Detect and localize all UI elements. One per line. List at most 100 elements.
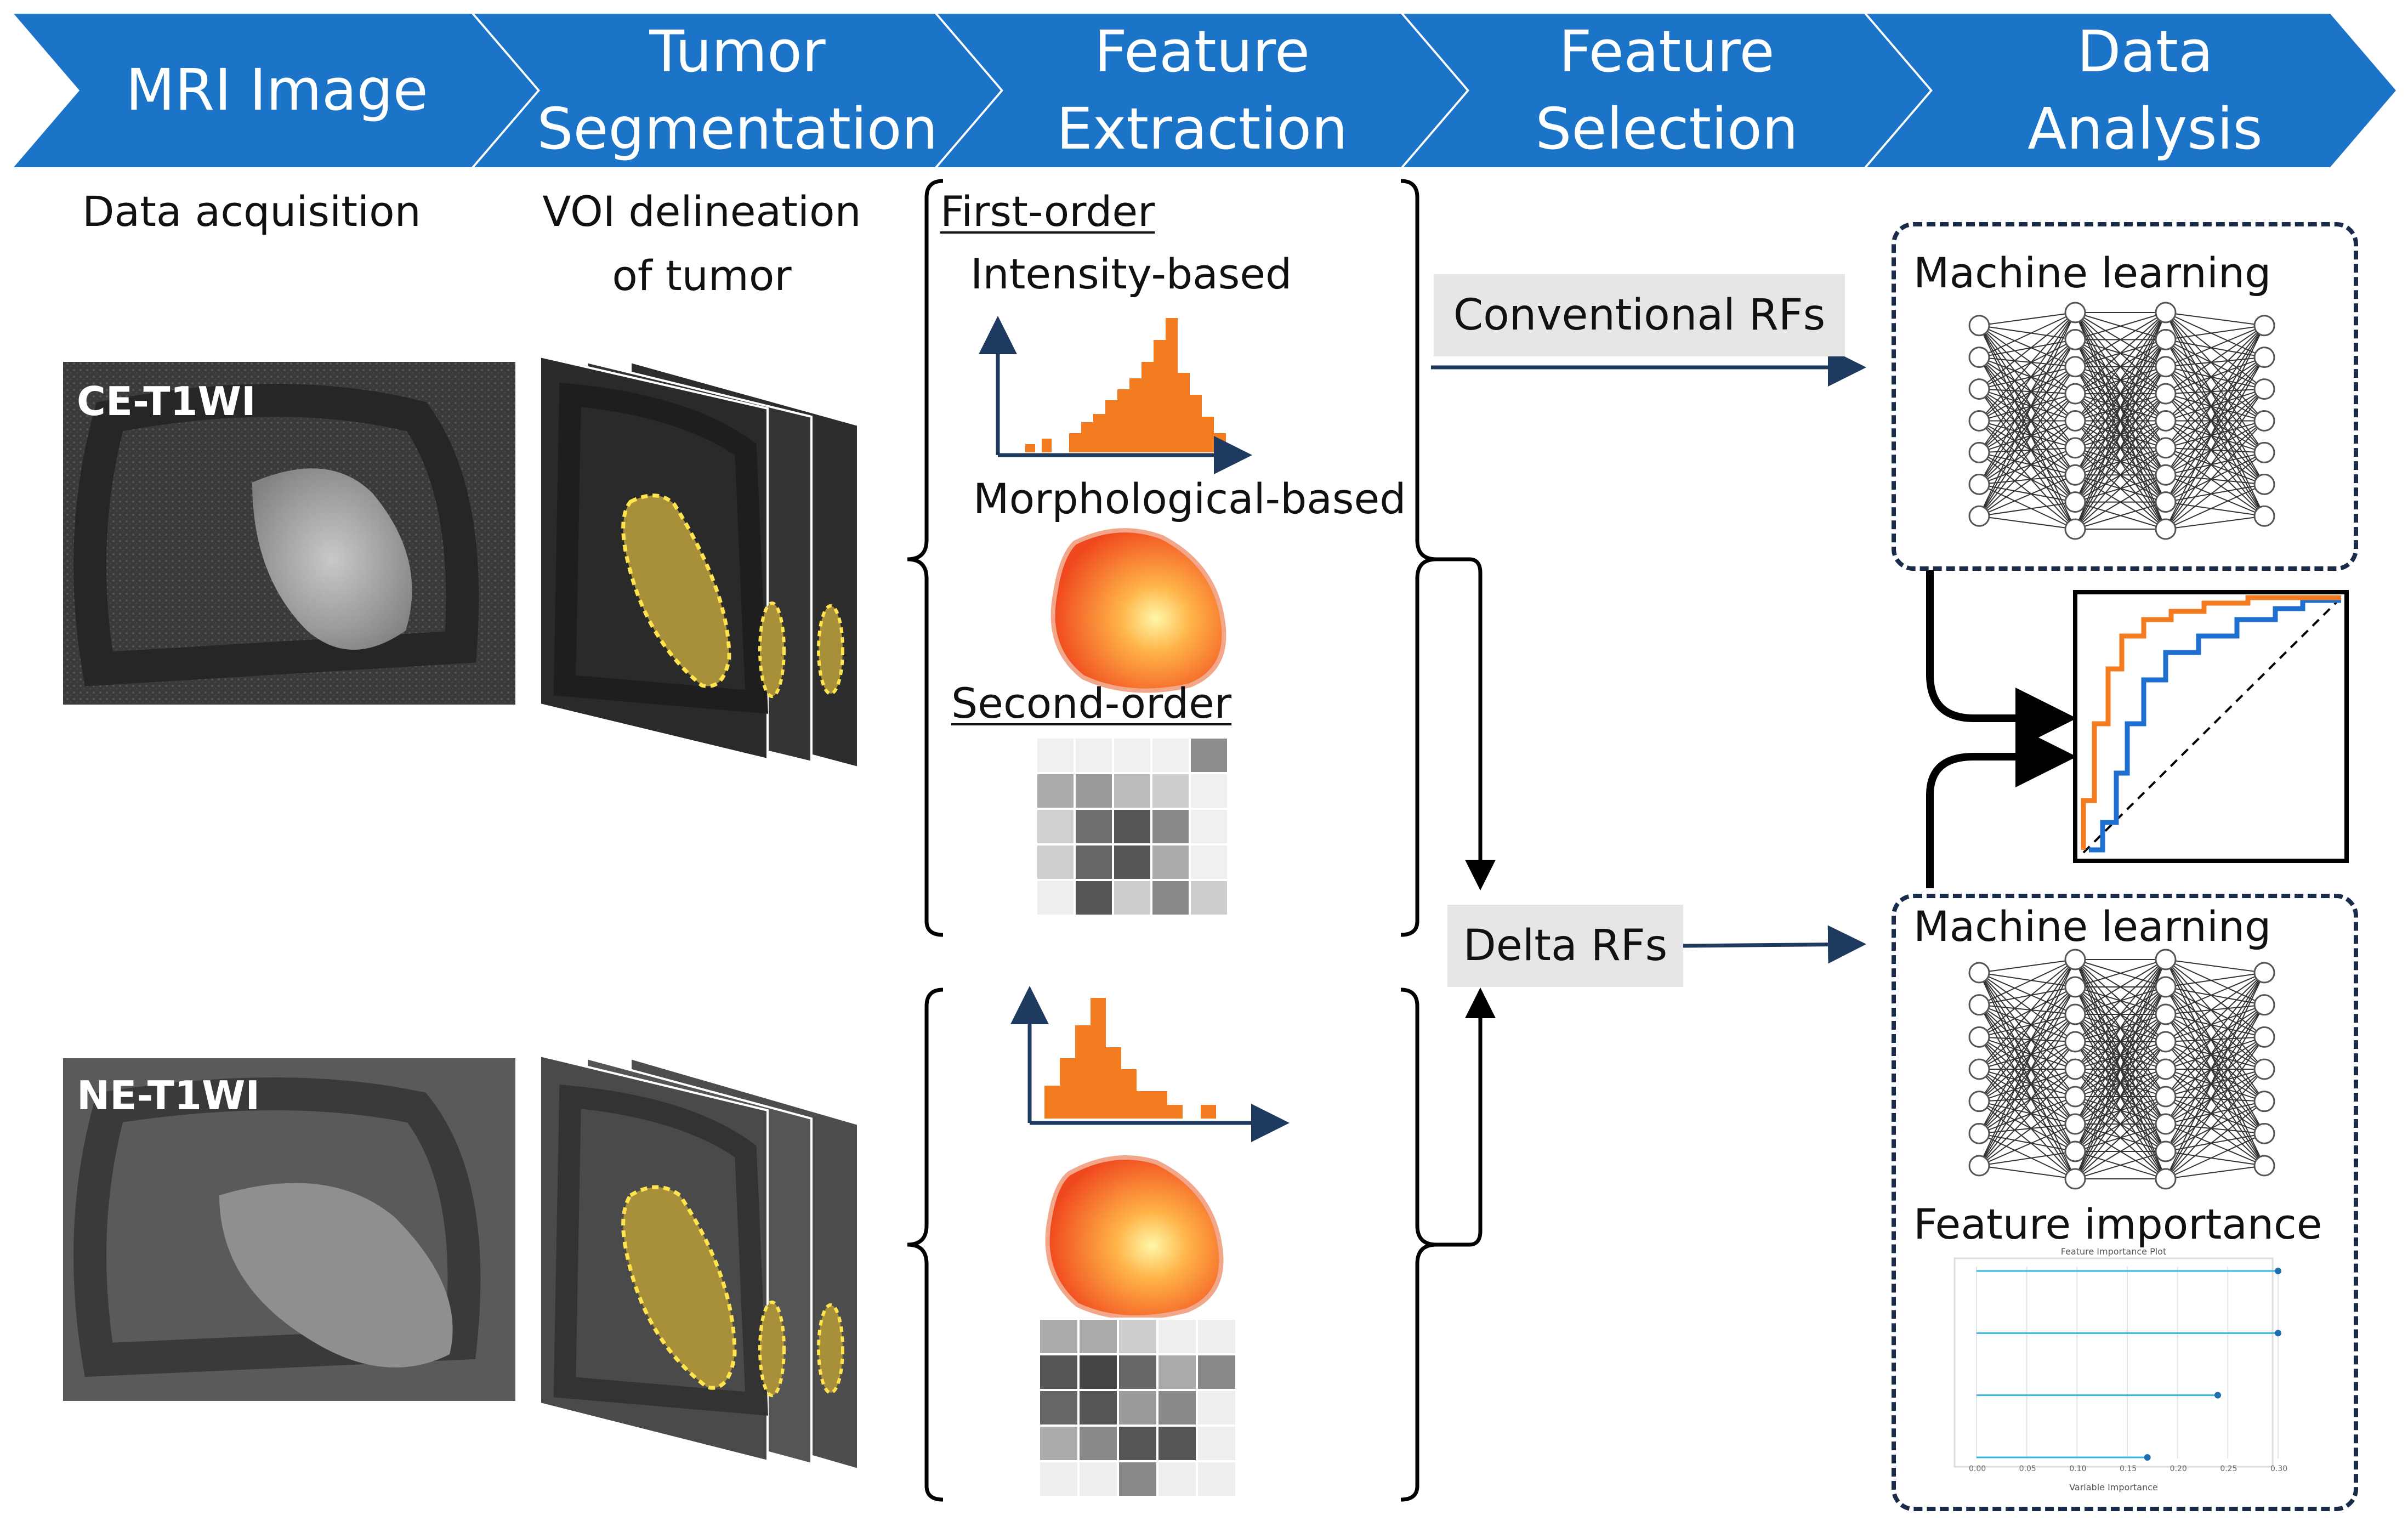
nn-edge bbox=[1979, 393, 2076, 485]
nn-node bbox=[1968, 1026, 1990, 1048]
nn-node bbox=[2253, 347, 2275, 368]
nn-edge bbox=[2075, 312, 2166, 394]
nn-node bbox=[2155, 383, 2177, 405]
nn-edge bbox=[1979, 325, 2076, 394]
nn-edge bbox=[2165, 388, 2265, 530]
nn-edge bbox=[2075, 959, 2166, 1152]
nn-edge bbox=[1979, 1096, 2076, 1166]
nn-edge bbox=[2165, 1133, 2265, 1152]
nn-edge bbox=[2075, 312, 2166, 422]
nn-node bbox=[2155, 1140, 2177, 1162]
nn-edge bbox=[2165, 1041, 2265, 1070]
fi-point bbox=[2144, 1454, 2151, 1461]
nn-edge bbox=[2165, 515, 2265, 530]
nn-edge bbox=[2165, 474, 2265, 517]
nn-node bbox=[2064, 1058, 2086, 1080]
ml-panel-top bbox=[1892, 222, 2358, 571]
nn-edge bbox=[2165, 1036, 2265, 1070]
nn-edge bbox=[2165, 972, 2265, 987]
nn-edge bbox=[2165, 1069, 2265, 1125]
nn-edge bbox=[1979, 312, 2076, 422]
nn-node bbox=[1968, 473, 1990, 495]
nn-node bbox=[1968, 1058, 1990, 1080]
nn-node bbox=[2064, 976, 2086, 998]
nn-edge bbox=[2165, 972, 2265, 1015]
nn-edge bbox=[2165, 452, 2265, 530]
nn-edge bbox=[2165, 388, 2265, 449]
nn-node bbox=[2155, 1113, 2177, 1135]
nn-node bbox=[2064, 949, 2086, 971]
nn-edge bbox=[1979, 1036, 2076, 1070]
nn-edge bbox=[2165, 959, 2265, 973]
roc-blue-curve bbox=[2089, 598, 2341, 853]
nn-edge bbox=[1979, 312, 2076, 390]
fi-tick: 0.20 bbox=[2170, 1465, 2187, 1473]
nn-edge bbox=[2165, 1014, 2265, 1166]
nn-node bbox=[2155, 1168, 2177, 1190]
nn-edge bbox=[2165, 1041, 2265, 1102]
nn-edge bbox=[2165, 1004, 2265, 1070]
nn-edge bbox=[2165, 388, 2265, 503]
nn-edge bbox=[2075, 1151, 2166, 1179]
nn-node bbox=[2253, 473, 2275, 495]
caption-data-acquisition: Data acquisition bbox=[82, 187, 421, 236]
nn-edge bbox=[1979, 325, 2076, 367]
nn-node bbox=[2155, 356, 2177, 378]
nn-node bbox=[2064, 1031, 2086, 1053]
nn-node bbox=[2155, 491, 2177, 513]
arrow-delta bbox=[1683, 925, 1866, 964]
nn-node bbox=[2253, 994, 2275, 1016]
chevron-mri bbox=[14, 14, 537, 167]
arrow-top-to-delta bbox=[1436, 557, 1496, 890]
nn-node bbox=[1968, 1091, 1990, 1113]
nn-edge bbox=[1979, 339, 2076, 485]
nn-edge bbox=[2165, 1096, 2265, 1166]
chevron-label-segmentation: Tumor Segmentation bbox=[537, 18, 938, 162]
nn-edge bbox=[2165, 972, 2265, 1097]
nn-edge bbox=[2165, 1123, 2265, 1166]
nn-node bbox=[2253, 410, 2275, 432]
nn-edge bbox=[1979, 312, 2076, 453]
nn-node bbox=[1968, 1155, 1990, 1177]
nn-edge bbox=[2165, 1036, 2265, 1042]
nn-node bbox=[2253, 1026, 2275, 1048]
nn-edge bbox=[1979, 959, 2076, 1166]
caption-voi-line2: of tumor bbox=[612, 251, 792, 300]
nn-edge bbox=[2075, 501, 2166, 530]
nn-edge bbox=[2165, 356, 2265, 449]
nn-edge bbox=[2165, 484, 2265, 503]
nn-edge bbox=[1979, 1069, 2076, 1134]
nn-edge bbox=[2075, 420, 2166, 530]
nn-edge bbox=[2165, 1069, 2265, 1102]
nn-edge bbox=[1979, 1069, 2076, 1097]
nn-edge bbox=[2075, 959, 2166, 1042]
nn-edge bbox=[2165, 959, 2265, 1134]
label-second-order: Second-order bbox=[951, 679, 1232, 728]
nn-edge bbox=[1979, 972, 2076, 1125]
nn-edge bbox=[2165, 1096, 2265, 1134]
nn-edge bbox=[1979, 388, 2076, 395]
nn-edge bbox=[1979, 447, 2076, 485]
nn-edge bbox=[2165, 447, 2265, 517]
nn-edge bbox=[2075, 312, 2166, 367]
nn-edge bbox=[1979, 388, 2076, 422]
fi-tick: 0.30 bbox=[2270, 1465, 2288, 1473]
nn-edge bbox=[1979, 1041, 2076, 1070]
nn-edge bbox=[2075, 312, 2166, 530]
nn-edge bbox=[2165, 447, 2265, 485]
nn-edge bbox=[2165, 474, 2265, 485]
nn-edge bbox=[1979, 339, 2076, 358]
nn-edge bbox=[2165, 1100, 2265, 1125]
nn-node bbox=[2253, 1122, 2275, 1144]
nn-edge bbox=[2165, 393, 2265, 517]
fi-point bbox=[2275, 1268, 2281, 1274]
nn-edge bbox=[1979, 1096, 2076, 1134]
arrow-ml-top-to-roc bbox=[1926, 570, 2077, 749]
nn-edge bbox=[2075, 959, 2166, 1125]
glcm-matrix-bottom bbox=[1038, 1318, 1237, 1498]
nn-edge bbox=[2165, 356, 2265, 475]
nn-edge bbox=[2165, 1004, 2265, 1179]
nn-edge bbox=[2165, 420, 2265, 503]
nn-edge bbox=[1979, 986, 2076, 1006]
nn-edge bbox=[2165, 1151, 2265, 1166]
